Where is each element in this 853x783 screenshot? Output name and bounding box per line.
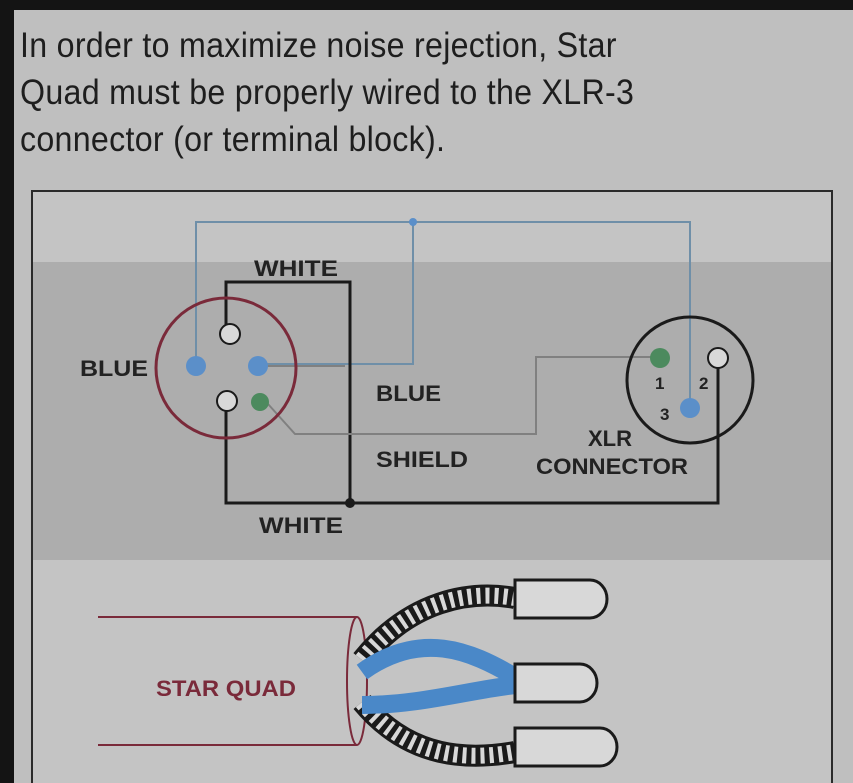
xlr-connector: 1 2 3 <box>625 315 755 445</box>
xlr-pin-2 <box>707 347 729 369</box>
white-label-top: WHITE <box>254 256 338 281</box>
xlr-pin-1 <box>650 348 670 368</box>
xlr-title-line1: XLR <box>588 426 632 451</box>
blue-pair-lower <box>361 676 516 714</box>
female-pin-top <box>219 323 241 345</box>
xlr-pin-2-label: 2 <box>699 374 708 393</box>
xlr-pin-3-label: 3 <box>660 405 669 424</box>
shield-label: SHIELD <box>376 447 468 472</box>
black-pair-top-hatch <box>355 587 517 666</box>
background-band <box>33 262 831 560</box>
blue-wire-label: BLUE <box>376 381 441 406</box>
female-connector <box>154 296 298 440</box>
blue-junction-dot <box>409 218 417 226</box>
female-pin-blue-right <box>248 356 268 376</box>
caption-line-2: Quad must be properly wired to the XLR-3 <box>20 73 635 112</box>
black-pair-bottom-hatch <box>355 696 517 764</box>
blue-wire-loop <box>195 221 691 408</box>
female-pin-bottom <box>216 390 238 412</box>
xlr-pin-3 <box>680 398 700 418</box>
conductor-tip-bottom <box>513 726 619 768</box>
female-pin-blue-left <box>186 356 206 376</box>
caption-line-3: connector (or terminal block). <box>20 120 446 159</box>
white-wire-loop <box>224 280 720 505</box>
female-pin-green <box>251 393 269 411</box>
caption-text: In order to maximize noise rejection, St… <box>20 22 765 163</box>
shield-wire <box>265 356 658 435</box>
white-label-bottom: WHITE <box>259 513 343 538</box>
conductor-tip-top <box>513 578 609 620</box>
star-quad-label: STAR QUAD <box>156 676 296 701</box>
blue-pair-upper <box>356 638 520 685</box>
blue-label-left: BLUE <box>80 356 148 381</box>
cable-jacket-end <box>346 616 368 746</box>
female-connector-ring <box>154 296 298 440</box>
xlr-title-line2: CONNECTOR <box>536 454 688 479</box>
xlr-pin-1-label: 1 <box>655 374 664 393</box>
caption-line-1: In order to maximize noise rejection, St… <box>20 26 617 65</box>
conductor-tip-middle <box>513 662 599 704</box>
white-junction-dot <box>345 498 355 508</box>
xlr-connector-ring <box>625 315 755 445</box>
star-quad-cable: STAR QUAD <box>98 578 619 768</box>
